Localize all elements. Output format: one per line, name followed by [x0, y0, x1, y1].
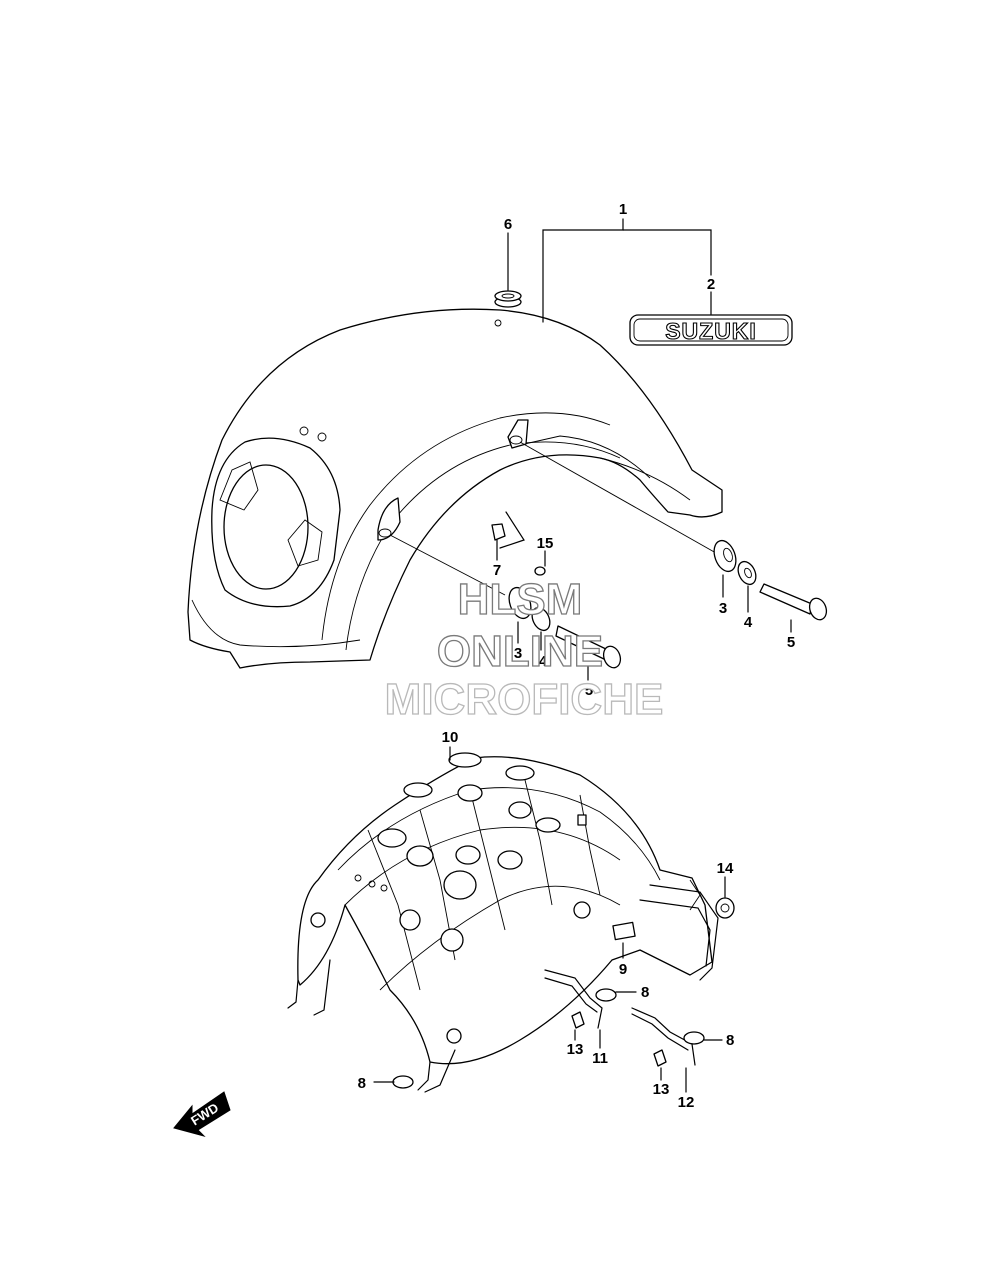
callout-1: 1 — [619, 201, 627, 218]
callout-3-right: 3 — [719, 600, 727, 617]
callout-numbers: 1 2 3 3 4 4 5 5 6 7 8 8 8 9 10 11 12 13 … — [358, 201, 796, 1111]
callout-10: 10 — [442, 729, 459, 746]
watermark-line-3: MICROFICHE — [385, 675, 664, 724]
bracket-11 — [544, 969, 617, 1029]
right-hardware — [519, 441, 828, 621]
fwd-direction-arrow: FWD — [173, 1091, 231, 1137]
callout-15: 15 — [537, 535, 554, 552]
grommet-6 — [494, 290, 522, 308]
callout-5-left: 5 — [585, 682, 593, 699]
callout-14: 14 — [717, 860, 734, 877]
callout-8-bracket-12: 8 — [726, 1032, 734, 1049]
inner-fender — [287, 752, 719, 1093]
callout-5-right: 5 — [787, 634, 795, 651]
rear-fender — [187, 308, 723, 669]
watermark: HLSM ONLINE MICROFICHE — [384, 574, 664, 724]
emblem-text: SUZUKI — [665, 318, 757, 344]
callout-2: 2 — [707, 276, 715, 293]
callout-11: 11 — [592, 1050, 608, 1067]
suzuki-emblem: SUZUKI — [629, 314, 793, 346]
watermark-line-2: ONLINE — [437, 627, 603, 676]
callout-12: 12 — [678, 1094, 695, 1111]
callout-13-left: 13 — [567, 1041, 584, 1058]
nut-8-lower — [392, 1075, 414, 1089]
leader-lines — [373, 218, 792, 1093]
nut-14 — [715, 897, 735, 919]
callout-13-right: 13 — [653, 1081, 670, 1098]
callout-8-bracket-11: 8 — [641, 984, 649, 1001]
callout-4-left: 4 — [539, 653, 548, 670]
callout-3-left: 3 — [514, 645, 522, 662]
callout-8-lower: 8 — [358, 1075, 366, 1092]
callout-7: 7 — [493, 562, 501, 579]
callout-4-right: 4 — [744, 614, 753, 631]
callout-9: 9 — [619, 961, 627, 978]
left-hardware — [389, 523, 622, 669]
watermark-line-1: HLSM — [458, 575, 583, 624]
callout-6: 6 — [504, 216, 512, 233]
bracket-12 — [631, 1007, 705, 1067]
